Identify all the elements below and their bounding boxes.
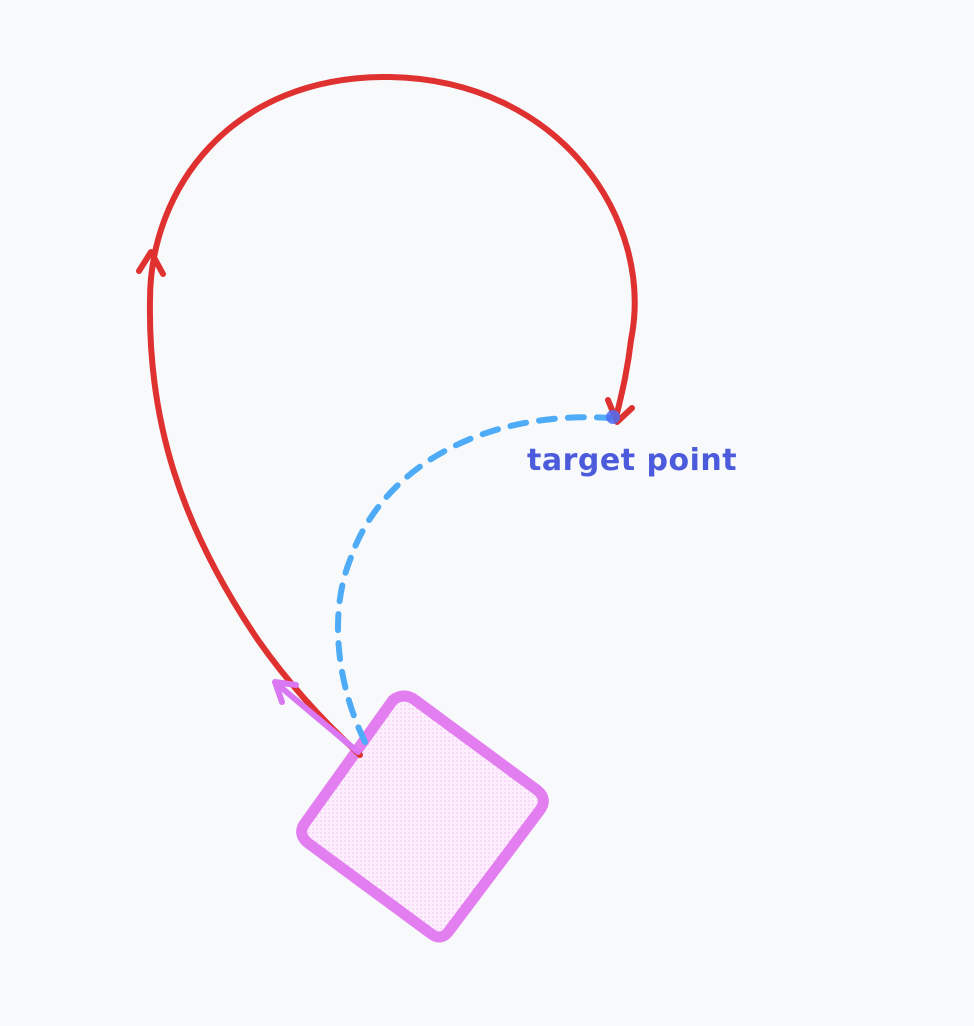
red-loop-arrowhead-mid <box>136 249 166 277</box>
target-point-label[interactable]: target point <box>527 443 737 478</box>
pink-short-arrow[interactable] <box>272 679 361 755</box>
red-loop-arrow-line[interactable] <box>146 73 638 758</box>
blue-dashed-arrow[interactable] <box>335 410 620 745</box>
blue-dashed-arrow-line[interactable] <box>335 414 613 745</box>
red-loop-arrow[interactable] <box>136 73 638 758</box>
target-point-dot[interactable] <box>606 410 620 424</box>
pink-short-arrowhead <box>272 679 299 705</box>
pink-short-arrow-line[interactable] <box>274 681 361 755</box>
